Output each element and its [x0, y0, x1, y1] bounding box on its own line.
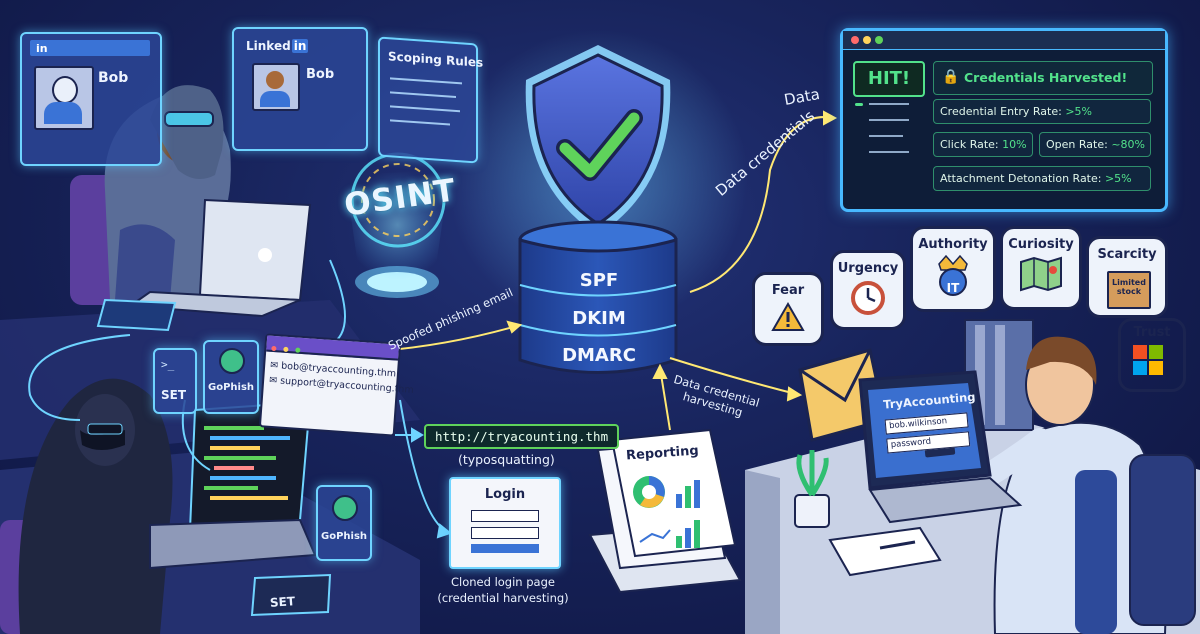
cloned-page-caption: Cloned login page (credential harvesting…	[437, 575, 569, 605]
dashboard-sidebar	[855, 103, 917, 193]
set-tool-card: >_ SET	[153, 348, 197, 414]
click-rate: Click Rate: 10%	[933, 132, 1033, 157]
trigger-curiosity: Curiosity	[1000, 226, 1082, 310]
password-field	[471, 527, 539, 539]
gophish-tool-card: GoPhish	[203, 340, 259, 414]
gophish-logo-icon	[219, 348, 245, 374]
dashboard-titlebar	[843, 31, 1165, 50]
trigger-scarcity: Scarcity Limited stock	[1086, 236, 1168, 318]
authority-badge-text: IT	[946, 281, 960, 295]
avatar	[34, 66, 94, 130]
clock-icon	[851, 281, 885, 315]
code-editor-lines	[200, 420, 300, 516]
box-icon	[1107, 271, 1151, 309]
scoping-rules-panel: Scoping Rules	[378, 36, 483, 164]
dmarc-label: DMARC	[562, 345, 636, 366]
victim-chair	[1129, 454, 1196, 626]
report-line-graph-icon	[639, 529, 671, 543]
checkmark-icon	[559, 112, 640, 178]
scarcity-box-label: Limited stock	[1112, 278, 1146, 296]
profile-name: Bob	[306, 67, 335, 82]
credential-entry-rate: Credential Entry Rate: >5%	[933, 99, 1151, 124]
set-phone-label: SET	[269, 594, 296, 610]
results-dashboard: HIT! 🔒 Credentials Harvested! Credential…	[840, 28, 1168, 212]
attacker-figure	[0, 378, 173, 634]
victim-login-screen: TryAccounting bob.wilkinson password	[877, 390, 978, 478]
trigger-trust: Trust	[1118, 318, 1186, 392]
typosquatting-note: (typosquatting)	[458, 452, 555, 467]
trigger-urgency: Urgency	[830, 250, 906, 330]
maximize-dot-icon	[875, 36, 883, 44]
profile-card-1: in Bob	[20, 32, 162, 166]
reporting-document-stack	[588, 428, 742, 594]
scoping-rules-title: Scoping Rules	[388, 49, 484, 70]
victim-username-field: bob.wilkinson	[884, 412, 969, 435]
phishing-url: http://tryacounting.thm	[435, 429, 609, 444]
notepad	[828, 526, 942, 577]
attacker-phone	[250, 573, 332, 617]
shield-icon	[525, 45, 671, 235]
login-title: Login	[484, 487, 526, 502]
credentials-harvested-banner: 🔒 Credentials Harvested!	[933, 61, 1153, 95]
victim-desk-side	[745, 470, 780, 634]
warning-triangle-icon	[771, 301, 805, 331]
attachment-detonation-rate: Attachment Detonation Rate: >5%	[933, 166, 1151, 191]
gophish-label: GoPhish	[321, 531, 368, 542]
profile-network-label: in	[36, 42, 48, 55]
username-field	[471, 510, 539, 522]
report-pie-chart-icon	[633, 476, 665, 508]
close-dot-icon	[851, 36, 859, 44]
profile-name: Bob	[98, 70, 129, 86]
osint-laptop	[127, 198, 312, 318]
map-icon	[1020, 256, 1062, 292]
victim-password-field: password	[886, 431, 971, 454]
trust-logo-icon	[1133, 345, 1163, 375]
phishing-url-box: http://tryacounting.thm	[424, 424, 620, 449]
set-label: SET	[161, 388, 187, 402]
trigger-fear: Fear	[752, 272, 824, 346]
open-rate: Open Rate: ~80%	[1039, 132, 1151, 157]
spf-label: SPF	[579, 270, 619, 291]
osint-phone	[96, 298, 177, 332]
terminal-icon: >_	[161, 358, 175, 371]
plant-pot	[794, 450, 830, 528]
spoofed-email-window: ✉ bob@tryaccounting.thm ✉ support@tryacc…	[258, 333, 414, 437]
gophish-logo-icon	[332, 495, 358, 521]
avatar	[252, 63, 300, 111]
hit-badge: HIT!	[853, 61, 925, 97]
gophish-tool-card-2: GoPhish	[316, 485, 372, 561]
gophish-label: GoPhish	[208, 382, 255, 393]
lock-icon: 🔒	[942, 69, 960, 85]
dkim-label: DKIM	[572, 308, 626, 329]
cloned-login-card: Login	[449, 477, 561, 569]
login-button	[471, 544, 539, 553]
trigger-authority: Authority IT	[910, 226, 996, 312]
osint-hologram	[345, 152, 450, 298]
report-bar-chart-icon	[676, 480, 700, 548]
minimize-dot-icon	[863, 36, 871, 44]
database-cylinder	[518, 220, 678, 374]
crown-badge-icon	[938, 254, 968, 296]
